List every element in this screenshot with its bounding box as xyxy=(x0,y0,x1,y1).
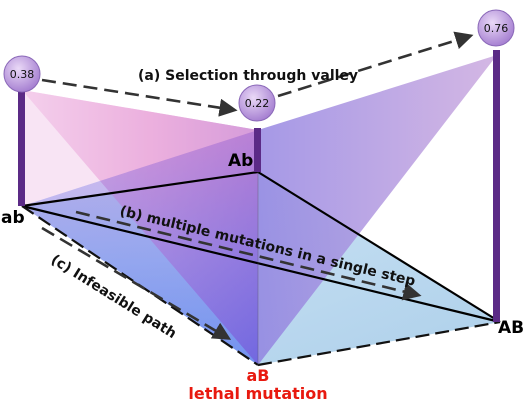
surface-upper-strip xyxy=(22,90,258,206)
edge-aB-AB xyxy=(257,320,501,367)
surface-center-panel xyxy=(22,130,258,365)
arrow-selection-Ab-to-AB xyxy=(277,31,474,98)
fitness-stick-AB xyxy=(493,50,500,322)
arrow-selection-ab-to-Ab xyxy=(41,78,238,117)
fitness-bubble-ab: 0.38 xyxy=(3,55,41,93)
genotype-label-ab: ab xyxy=(1,208,25,228)
fitness-bubble-AB: 0.76 xyxy=(477,9,515,47)
arrow-infeasible-path xyxy=(41,226,232,340)
fitness-stick-ab xyxy=(18,92,25,206)
edge-ab-AB-diagonal xyxy=(21,204,501,324)
lethal-mutation-label: lethal mutation xyxy=(188,384,327,403)
edge-Ab-AB xyxy=(257,171,501,323)
arrow-multiple-mutations xyxy=(75,210,422,301)
genotype-label-AB: AB xyxy=(498,318,524,338)
fitness-stick-Ab xyxy=(254,128,261,172)
fitness-value-ab: 0.38 xyxy=(10,68,35,81)
edge-ab-Ab xyxy=(21,170,259,208)
fitness-bubble-Ab: 0.22 xyxy=(238,84,276,122)
fitness-value-Ab: 0.22 xyxy=(245,97,270,110)
annotation-selection-through-valley: (a) Selection through valley xyxy=(138,68,358,84)
genotype-label-aB: aB xyxy=(247,366,270,385)
genotype-label-Ab: Ab xyxy=(228,151,253,171)
surface-right-panel xyxy=(258,55,497,365)
fitness-value-AB: 0.76 xyxy=(484,22,509,35)
